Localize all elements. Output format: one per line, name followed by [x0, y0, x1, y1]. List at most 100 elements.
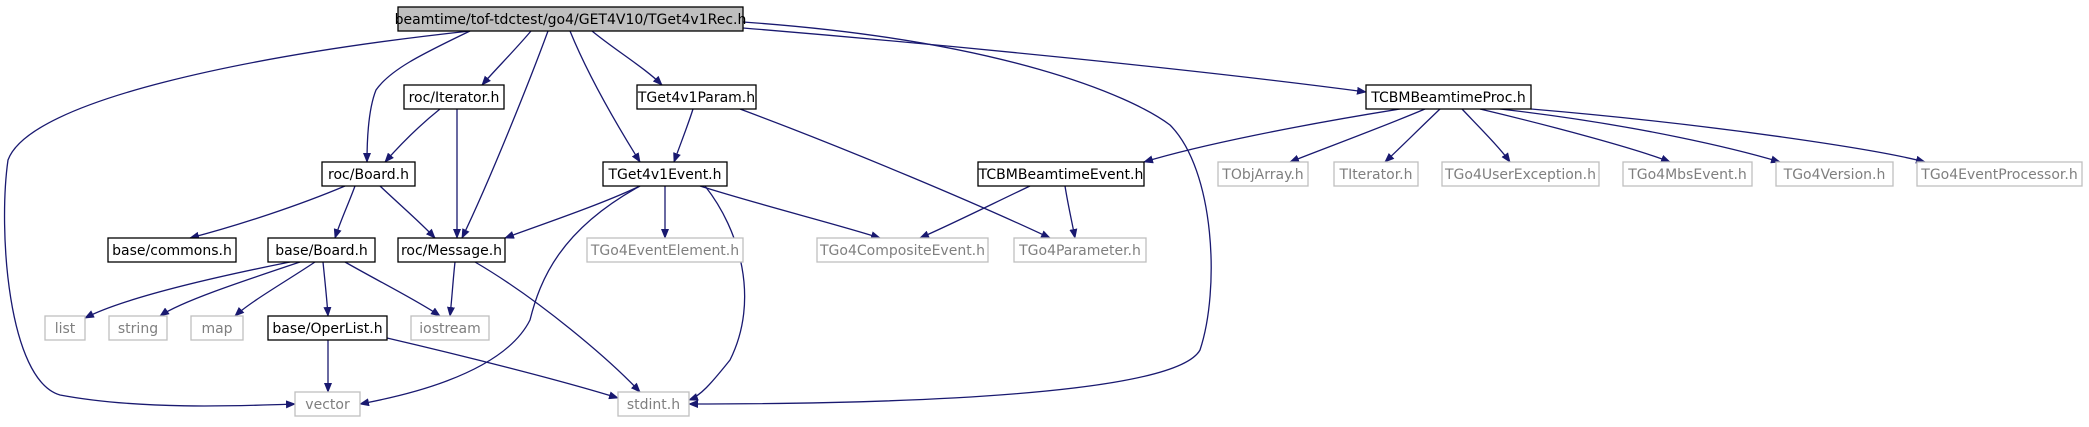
- node-box-tgo4eventprocessor: [1916, 161, 2083, 187]
- node-box-base_board: [267, 237, 376, 263]
- edge-tcbmbeamtimeproc-to-titerator: [1384, 108, 1441, 163]
- edge-base_board-to-list: [84, 261, 291, 319]
- edge-tcbmbeamtimeproc-to-tgo4mbsevent: [1479, 108, 1671, 163]
- node-box-base_commons: [107, 237, 237, 263]
- edge-root-to-tcbmbeamtimeproc: [742, 27, 1367, 95]
- node-label-string: string: [118, 321, 158, 337]
- node-tget4v1param[interactable]: TGet4v1Param.h: [636, 84, 757, 110]
- node-root[interactable]: beamtime/tof-tdctest/go4/GET4V10/TGet4v1…: [395, 6, 747, 32]
- node-label-vector: vector: [305, 397, 350, 413]
- node-box-string: [108, 315, 168, 341]
- node-box-tgo4parameter: [1013, 237, 1147, 263]
- edge-base_board-to-string: [159, 261, 301, 317]
- edge-tcbmbeamtimeproc-to-tcbmbeamtimeevent: [1143, 108, 1401, 164]
- node-label-iostream: iostream: [419, 321, 481, 337]
- node-box-vector: [294, 391, 361, 417]
- edge-tget4v1event-to-roc_message: [504, 185, 641, 239]
- node-tobjarray: TObjArray.h: [1217, 161, 1309, 187]
- node-label-base_operlist: base/OperList.h: [272, 321, 382, 337]
- node-tget4v1event[interactable]: TGet4v1Event.h: [602, 161, 728, 187]
- edge-base_operlist-to-stdint: [386, 337, 619, 400]
- node-box-roc_iterator: [403, 84, 505, 110]
- edge-roc_message-to-iostream: [447, 261, 456, 317]
- edge-roc_board-to-roc_message: [379, 185, 436, 239]
- edge-tcbmbeamtimeproc-to-tgo4userexception: [1461, 108, 1511, 163]
- node-box-tgo4userexception: [1441, 161, 1600, 187]
- node-label-base_commons: base/commons.h: [112, 243, 232, 259]
- node-tcbmbeamtimeproc[interactable]: TCBMBeamtimeProc.h: [1365, 84, 1532, 110]
- node-label-tgo4mbsevent: TGo4MbsEvent.h: [1627, 167, 1747, 183]
- node-vector: vector: [294, 391, 361, 417]
- node-box-tgo4compositeevent: [816, 237, 989, 263]
- node-tgo4mbsevent: TGo4MbsEvent.h: [1622, 161, 1753, 187]
- node-label-tgo4parameter: TGo4Parameter.h: [1018, 243, 1141, 259]
- node-box-tgo4version: [1775, 161, 1894, 187]
- edge-root-to-roc_board: [363, 30, 471, 163]
- edges-layer: [3, 21, 1926, 409]
- node-box-tget4v1event: [602, 161, 728, 187]
- node-box-tobjarray: [1217, 161, 1309, 187]
- node-label-tgo4eventelement: TGo4EventElement.h: [590, 243, 739, 259]
- node-box-map: [190, 315, 244, 341]
- node-tgo4eventelement: TGo4EventElement.h: [586, 237, 744, 263]
- edge-roc_message-to-stdint: [474, 261, 641, 393]
- edge-roc_iterator-to-roc_board: [384, 108, 441, 163]
- node-box-titerator: [1333, 161, 1419, 187]
- node-box-root: [397, 6, 744, 32]
- node-list: list: [44, 315, 86, 341]
- node-box-tgo4eventelement: [586, 237, 744, 263]
- edge-base_board-to-base_operlist: [322, 261, 332, 317]
- edge-tcbmbeamtimeproc-to-tgo4version: [1499, 108, 1781, 164]
- node-box-iostream: [410, 315, 490, 341]
- edge-root-to-tget4v1param: [591, 30, 663, 86]
- node-label-tgo4version: TGo4Version.h: [1783, 167, 1886, 183]
- node-label-tobjarray: TObjArray.h: [1221, 167, 1303, 183]
- node-roc_iterator[interactable]: roc/Iterator.h: [403, 84, 505, 110]
- edge-tget4v1event-to-tgo4compositeevent: [699, 185, 881, 240]
- edge-roc_board-to-base_board: [333, 185, 356, 239]
- edge-root-to-vector: [3, 30, 471, 409]
- edge-root-to-stdint: [688, 21, 1212, 408]
- node-label-tcbmbeamtimeproc: TCBMBeamtimeProc.h: [1370, 90, 1526, 106]
- node-label-tget4v1event: TGet4v1Event.h: [607, 167, 721, 183]
- edge-base_board-to-map: [234, 261, 316, 317]
- node-map: map: [190, 315, 244, 341]
- node-label-map: map: [201, 321, 232, 337]
- nodes-layer: beamtime/tof-tdctest/go4/GET4V10/TGet4v1…: [44, 6, 2083, 417]
- node-label-titerator: TIterator.h: [1339, 167, 1413, 183]
- node-label-roc_iterator: roc/Iterator.h: [409, 90, 500, 106]
- node-box-tcbmbeamtimeevent: [977, 161, 1145, 187]
- edge-root-to-tget4v1event: [569, 30, 641, 163]
- node-box-stdint: [617, 391, 690, 417]
- node-box-roc_board: [321, 161, 416, 187]
- node-base_operlist[interactable]: base/OperList.h: [267, 315, 388, 341]
- node-base_commons[interactable]: base/commons.h: [107, 237, 237, 263]
- node-base_board[interactable]: base/Board.h: [267, 237, 376, 263]
- node-string: string: [108, 315, 168, 341]
- edge-base_board-to-iostream: [344, 261, 441, 317]
- node-roc_board[interactable]: roc/Board.h: [321, 161, 416, 187]
- node-roc_message[interactable]: roc/Message.h: [397, 237, 506, 263]
- edge-tcbmbeamtimeevent-to-tgo4parameter: [1064, 185, 1078, 239]
- edge-tcbmbeamtimeevent-to-tgo4compositeevent: [919, 185, 1031, 239]
- node-tcbmbeamtimeevent[interactable]: TCBMBeamtimeEvent.h: [977, 161, 1145, 187]
- node-box-list: [44, 315, 86, 341]
- node-iostream: iostream: [410, 315, 490, 341]
- edge-tget4v1event-to-stdint: [688, 185, 746, 401]
- node-label-tgo4compositeevent: TGo4CompositeEvent.h: [819, 243, 985, 259]
- edge-root-to-roc_message: [461, 30, 549, 239]
- node-label-list: list: [55, 321, 76, 337]
- node-tgo4parameter: TGo4Parameter.h: [1013, 237, 1147, 263]
- node-label-roc_message: roc/Message.h: [401, 243, 502, 259]
- edge-tcbmbeamtimeproc-to-tobjarray: [1289, 108, 1426, 163]
- node-box-roc_message: [397, 237, 506, 263]
- node-label-tcbmbeamtimeevent: TCBMBeamtimeEvent.h: [978, 167, 1144, 183]
- node-stdint: stdint.h: [617, 391, 690, 417]
- edge-root-to-roc_iterator: [481, 30, 532, 86]
- node-box-base_operlist: [267, 315, 388, 341]
- edge-roc_board-to-base_commons: [189, 185, 346, 240]
- node-label-tgo4eventprocessor: TGo4EventProcessor.h: [1920, 167, 2077, 183]
- edge-tget4v1event-to-vector: [359, 185, 641, 407]
- node-box-tget4v1param: [636, 84, 757, 110]
